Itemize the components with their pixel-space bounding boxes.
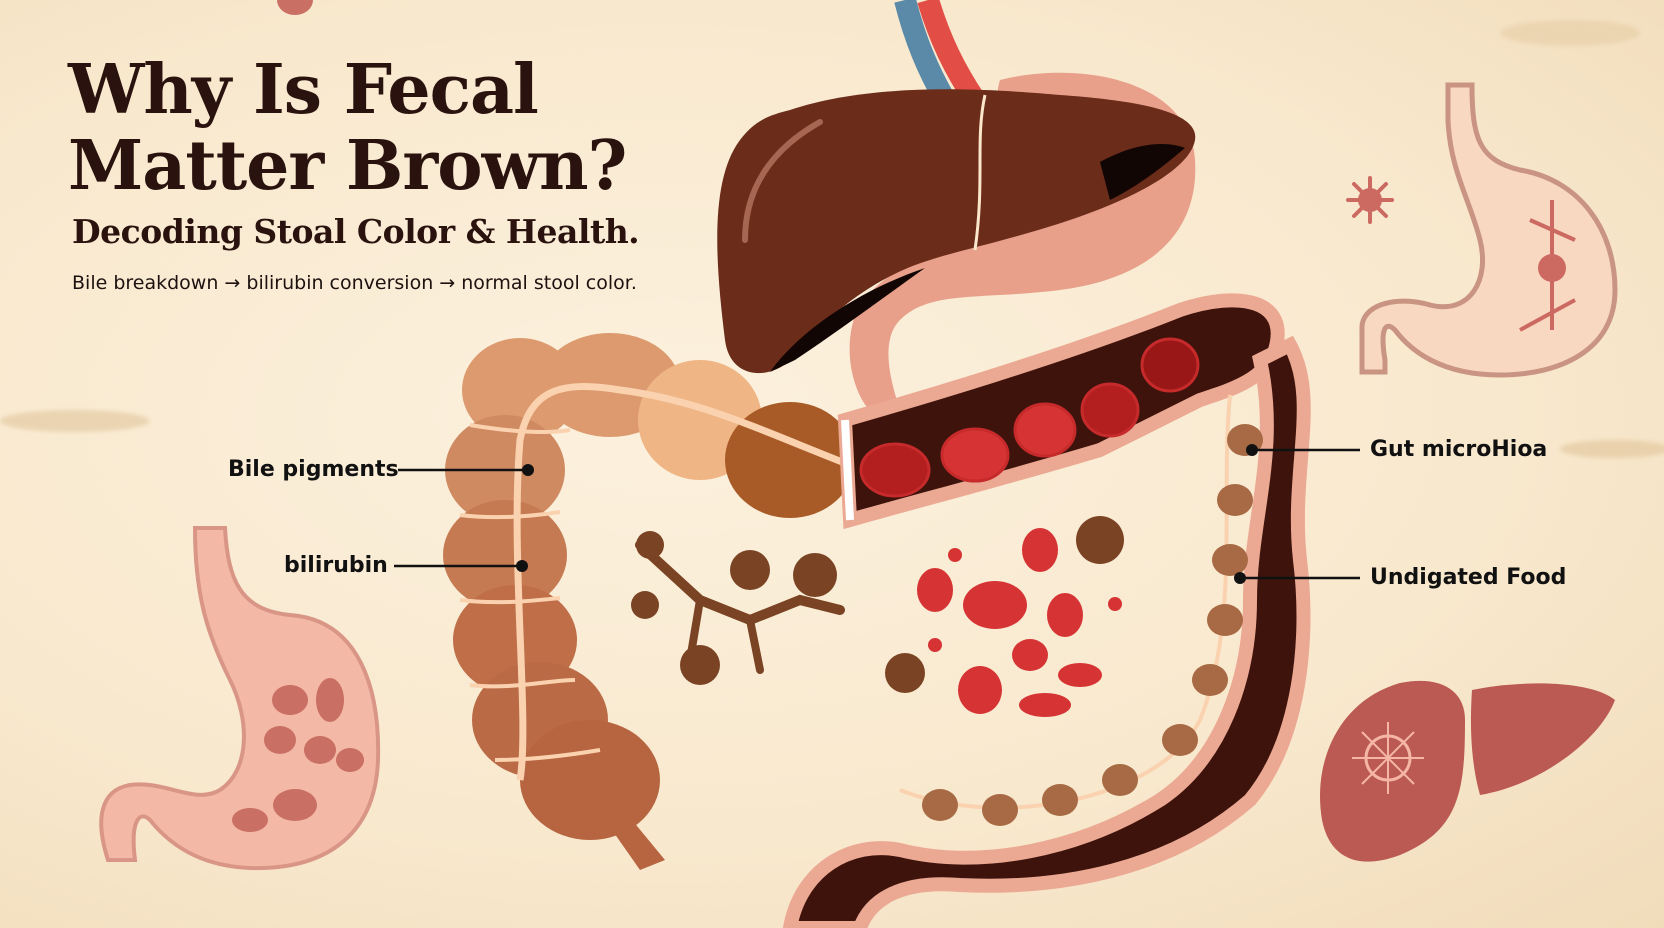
title-line-2: Matter Brown? [68,126,627,206]
process-flow-text: Bile breakdown → bilirubin conversion → … [72,272,637,294]
paper-crease [1500,20,1640,46]
label-leader-lines [394,448,1360,580]
label-bile-pigments: Bile pigments [228,457,399,482]
subtitle: Decoding Stoal Color & Health. [72,212,640,251]
label-gut-microbiota: Gut microHioa [1370,437,1548,462]
label-bilirubin: bilirubin [284,553,388,578]
microbe-icon [1346,176,1394,224]
liver-icon [717,89,1196,374]
stomach-outline-icon [1359,82,1618,378]
stool-particle-icon [631,516,1124,693]
paper-crease [0,410,150,432]
page-title: Why Is Fecal Matter Brown? [68,50,627,206]
paper-crease [1560,440,1664,458]
red-blood-cell-icon [859,337,1200,498]
free-blood-cell-icon [917,528,1122,717]
label-undigested-food: Undigated Food [1370,565,1567,590]
virus-liver-icon [1320,680,1615,862]
title-line-1: Why Is Fecal [68,50,539,130]
stomach-food-icon [99,0,381,871]
blood-vessel-icon [894,0,985,107]
large-intestine-icon [443,333,855,870]
